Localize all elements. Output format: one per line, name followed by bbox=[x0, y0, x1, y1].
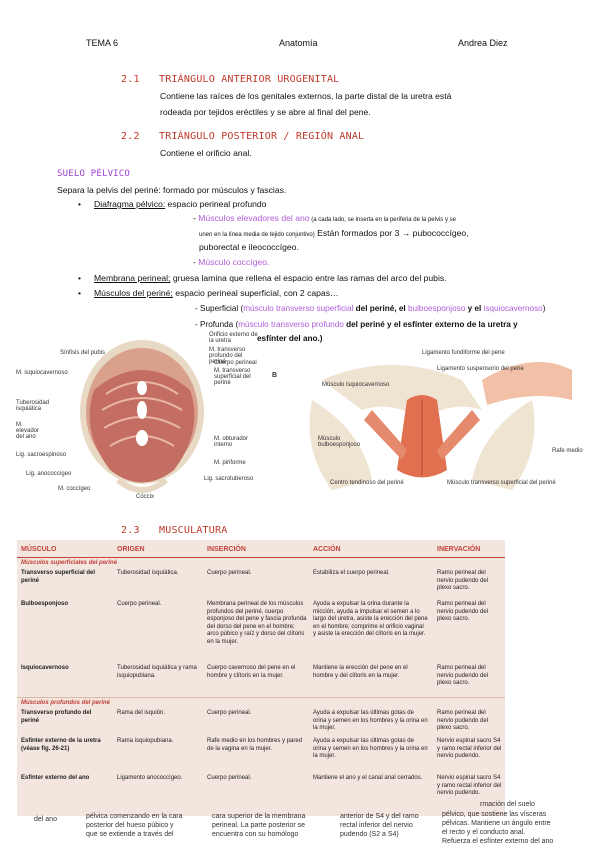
table-row: Isquiocavernoso bbox=[21, 665, 69, 671]
table-row: Cuerpo perineal. bbox=[117, 601, 162, 607]
table-row: Mantiene la erección del pene en el homb… bbox=[313, 665, 408, 679]
table-row: Mantiene el ano y el canal anal cerrados… bbox=[313, 775, 423, 781]
fig1-label-sinfisis: Sínfisis del pubis bbox=[60, 350, 106, 356]
bottom-col-5-head: rmación del suelo bbox=[480, 801, 535, 808]
table-row: Ramo perineal del nervio pudendo del ple… bbox=[437, 710, 489, 731]
table-row: Bulboesponjoso bbox=[21, 601, 68, 607]
musculos-superficial: - Superficial (músculo transverso superf… bbox=[195, 304, 546, 313]
fig2-label-bulboesponjoso: Músculo bulboesponjoso bbox=[318, 436, 361, 448]
header-subject: Anatomía bbox=[279, 38, 318, 48]
diafragma-sub-1-line-3: puborectal e ileococcígeo. bbox=[199, 242, 299, 252]
section-title-2-3: MUSCULATURA bbox=[159, 525, 228, 536]
fig1-label-sacroespinoso: Lig. sacroespinoso bbox=[16, 452, 67, 458]
table-row: Ayuda a expulsar la orina durante la mic… bbox=[313, 601, 428, 637]
fig1-label-anococcigeo: Lig. anococcígeo bbox=[26, 471, 72, 477]
fig1-label-elevador: M. elevador del ano bbox=[16, 422, 40, 440]
fig2-label-rafe: Rafe medio bbox=[552, 448, 583, 454]
fig1-label-coccix: Cóccix bbox=[136, 494, 155, 500]
fig1-label-transverso-superficial: M. transverso superficial del periné bbox=[214, 368, 251, 386]
musculos-profunda-line-2: esfínter del ano.) bbox=[257, 334, 323, 343]
fig1-label-isquiocavernoso: M. isquiocavernoso bbox=[16, 370, 68, 376]
table-row: Ayuda a expulsar las últimas gotas de or… bbox=[313, 738, 428, 759]
section-title-2-2: TRIÁNGULO POSTERIOR / REGIÓN ANAL bbox=[159, 131, 365, 142]
bullet-2-text: Membrana perineal; gruesa lamina que rel… bbox=[94, 273, 447, 283]
table-row: Nervio espinal sacro S4 y ramo rectal in… bbox=[437, 775, 502, 796]
fig1-label-sacrotuberoso: Lig. sacrotuberoso bbox=[204, 476, 254, 482]
table-header-origen: ORIGEN bbox=[117, 546, 145, 553]
table-row: Ayuda a expulsar las últimas gotas de or… bbox=[313, 710, 428, 731]
table-row: Cuerpo perineal. bbox=[207, 570, 252, 576]
table-row: Ramo perineal del nervio pudendo del ple… bbox=[437, 570, 489, 591]
fig2-label-transverso: Músculo transverso superficial del perin… bbox=[447, 480, 556, 486]
suelo-pelvico-title: SUELO PÉLVICO bbox=[57, 169, 131, 179]
fig1-label-orificio: Orificio externo de la uretra bbox=[209, 332, 258, 344]
fig1-label-piriforme: M. piriforme bbox=[214, 460, 246, 466]
fig1-label-cuerpo-perineal: Cuerpo perineal bbox=[214, 360, 257, 366]
header-topic: TEMA 6 bbox=[86, 38, 119, 48]
section-2-1-line-1: Contiene las raíces de los genitales ext… bbox=[160, 91, 452, 101]
table-row: Tuberosidad isquiática. bbox=[117, 570, 179, 576]
bullet-3: • bbox=[78, 288, 82, 298]
table-row: Rafe medio en los hombres y pared de la … bbox=[207, 738, 303, 752]
table-header-accion: ACCIÓN bbox=[313, 546, 341, 553]
fig1-label-obturador: M. obturador interno bbox=[214, 436, 249, 448]
pelvic-floor-illustration bbox=[80, 340, 204, 493]
table-row: Transverso profundo del periné bbox=[21, 710, 92, 724]
fig1-label-transverso-profundo: M. transverso profundo del periné bbox=[209, 347, 246, 365]
fig2-letter: B bbox=[272, 372, 278, 379]
table-row: Membrana perineal de los músculos profun… bbox=[207, 601, 307, 645]
section-number-2-2: 2.2 bbox=[121, 131, 140, 142]
pelvic-floor-figure: Sínfisis del pubis Orificio externo de l… bbox=[14, 330, 264, 504]
table-row: Tuberosidad isquiática y rama isquiopubi… bbox=[117, 665, 197, 679]
muscle-table: MÚSCULO ORIGEN INSERCIÓN ACCIÓN INERVACI… bbox=[17, 540, 505, 816]
table-row: Transverso superficial del periné bbox=[21, 570, 96, 584]
table-row: Nervio espinal sacro S4 y ramo rectal in… bbox=[437, 738, 502, 759]
table-row: Rama del isquión. bbox=[117, 710, 166, 716]
table-row: Estabiliza el cuerpo perineal. bbox=[313, 570, 390, 576]
fig2-label-centro-tendinoso: Centro tendinoso del periné bbox=[330, 480, 404, 486]
table-subheader-profundos: Músculos profundos del periné bbox=[21, 700, 111, 706]
perineum-figure: B Ligamento fundiforme del pene Ligament… bbox=[272, 340, 590, 500]
section-2-2-line-1: Contiene el orificio anal. bbox=[160, 148, 252, 158]
table-header-insercion: INSERCIÓN bbox=[207, 546, 246, 553]
table-row: Esfínter externo de la uretra (véase fig… bbox=[21, 738, 101, 752]
table-subheader-superficiales: Músculos superficiales del periné bbox=[21, 560, 118, 566]
header-author: Andrea Diez bbox=[458, 38, 508, 48]
fig2-label-suspensorio: Ligamento suspensorio del pene bbox=[437, 366, 524, 372]
bullet-2: • bbox=[78, 273, 82, 283]
table-header-inervacion: INERVACIÓN bbox=[437, 546, 481, 553]
diafragma-sub-2: - Músculo coccígeo. bbox=[193, 257, 270, 267]
bottom-col-1: del ano bbox=[34, 816, 57, 823]
musculos-profunda: - Profunda (músculo transverso profundo … bbox=[195, 320, 518, 329]
bullet-3-text: Músculos del periné; espacio perineal su… bbox=[94, 288, 339, 298]
table-header-musculo: MÚSCULO bbox=[21, 546, 57, 553]
bullet-1-text: Diafragma pélvico: espacio perineal prof… bbox=[94, 199, 267, 209]
table-row: Cuerpo perineal. bbox=[207, 775, 252, 781]
fig1-label-coccigeo: M. coccígeo bbox=[58, 486, 91, 492]
diafragma-sub-1: - Músculos elevadores del ano (a cada la… bbox=[193, 213, 456, 223]
section-number-2-3: 2.3 bbox=[121, 525, 140, 536]
table-row: Esfínter externo del ano bbox=[21, 775, 90, 781]
table-row: Cuerpo perineal. bbox=[207, 710, 252, 716]
section-title-2-1: TRIÁNGULO ANTERIOR UROGENITAL bbox=[159, 74, 340, 85]
suelo-intro: Separa la pelvis del periné: formado por… bbox=[57, 185, 287, 195]
fig2-label-fundiforme: Ligamento fundiforme del pene bbox=[422, 350, 505, 356]
table-row: Ramo perineal del nervio pudendo del ple… bbox=[437, 601, 489, 622]
table-row: Ramo perineal del nervio pudendo del ple… bbox=[437, 665, 489, 686]
perineum-illustration bbox=[309, 362, 572, 490]
bullet-1: • bbox=[78, 199, 82, 209]
table-row: Ligamento anococcígeo. bbox=[117, 775, 183, 781]
fig1-label-tuberosidad: Tuberosidad isquiática bbox=[16, 400, 50, 412]
section-number-2-1: 2.1 bbox=[121, 74, 140, 85]
fig2-label-isquiocavernoso: Músculo isquiocavernoso bbox=[322, 382, 390, 388]
table-row: Cuerpo cavernoso del pene en el hombre y… bbox=[207, 665, 296, 679]
table-row: Rama isquiopubiana. bbox=[117, 738, 174, 744]
section-2-1-line-2: rodeada por tejidos eréctiles y se abre … bbox=[160, 107, 371, 117]
diafragma-sub-1-line-2: unen en la línea media de tejido conjunt… bbox=[199, 228, 469, 238]
